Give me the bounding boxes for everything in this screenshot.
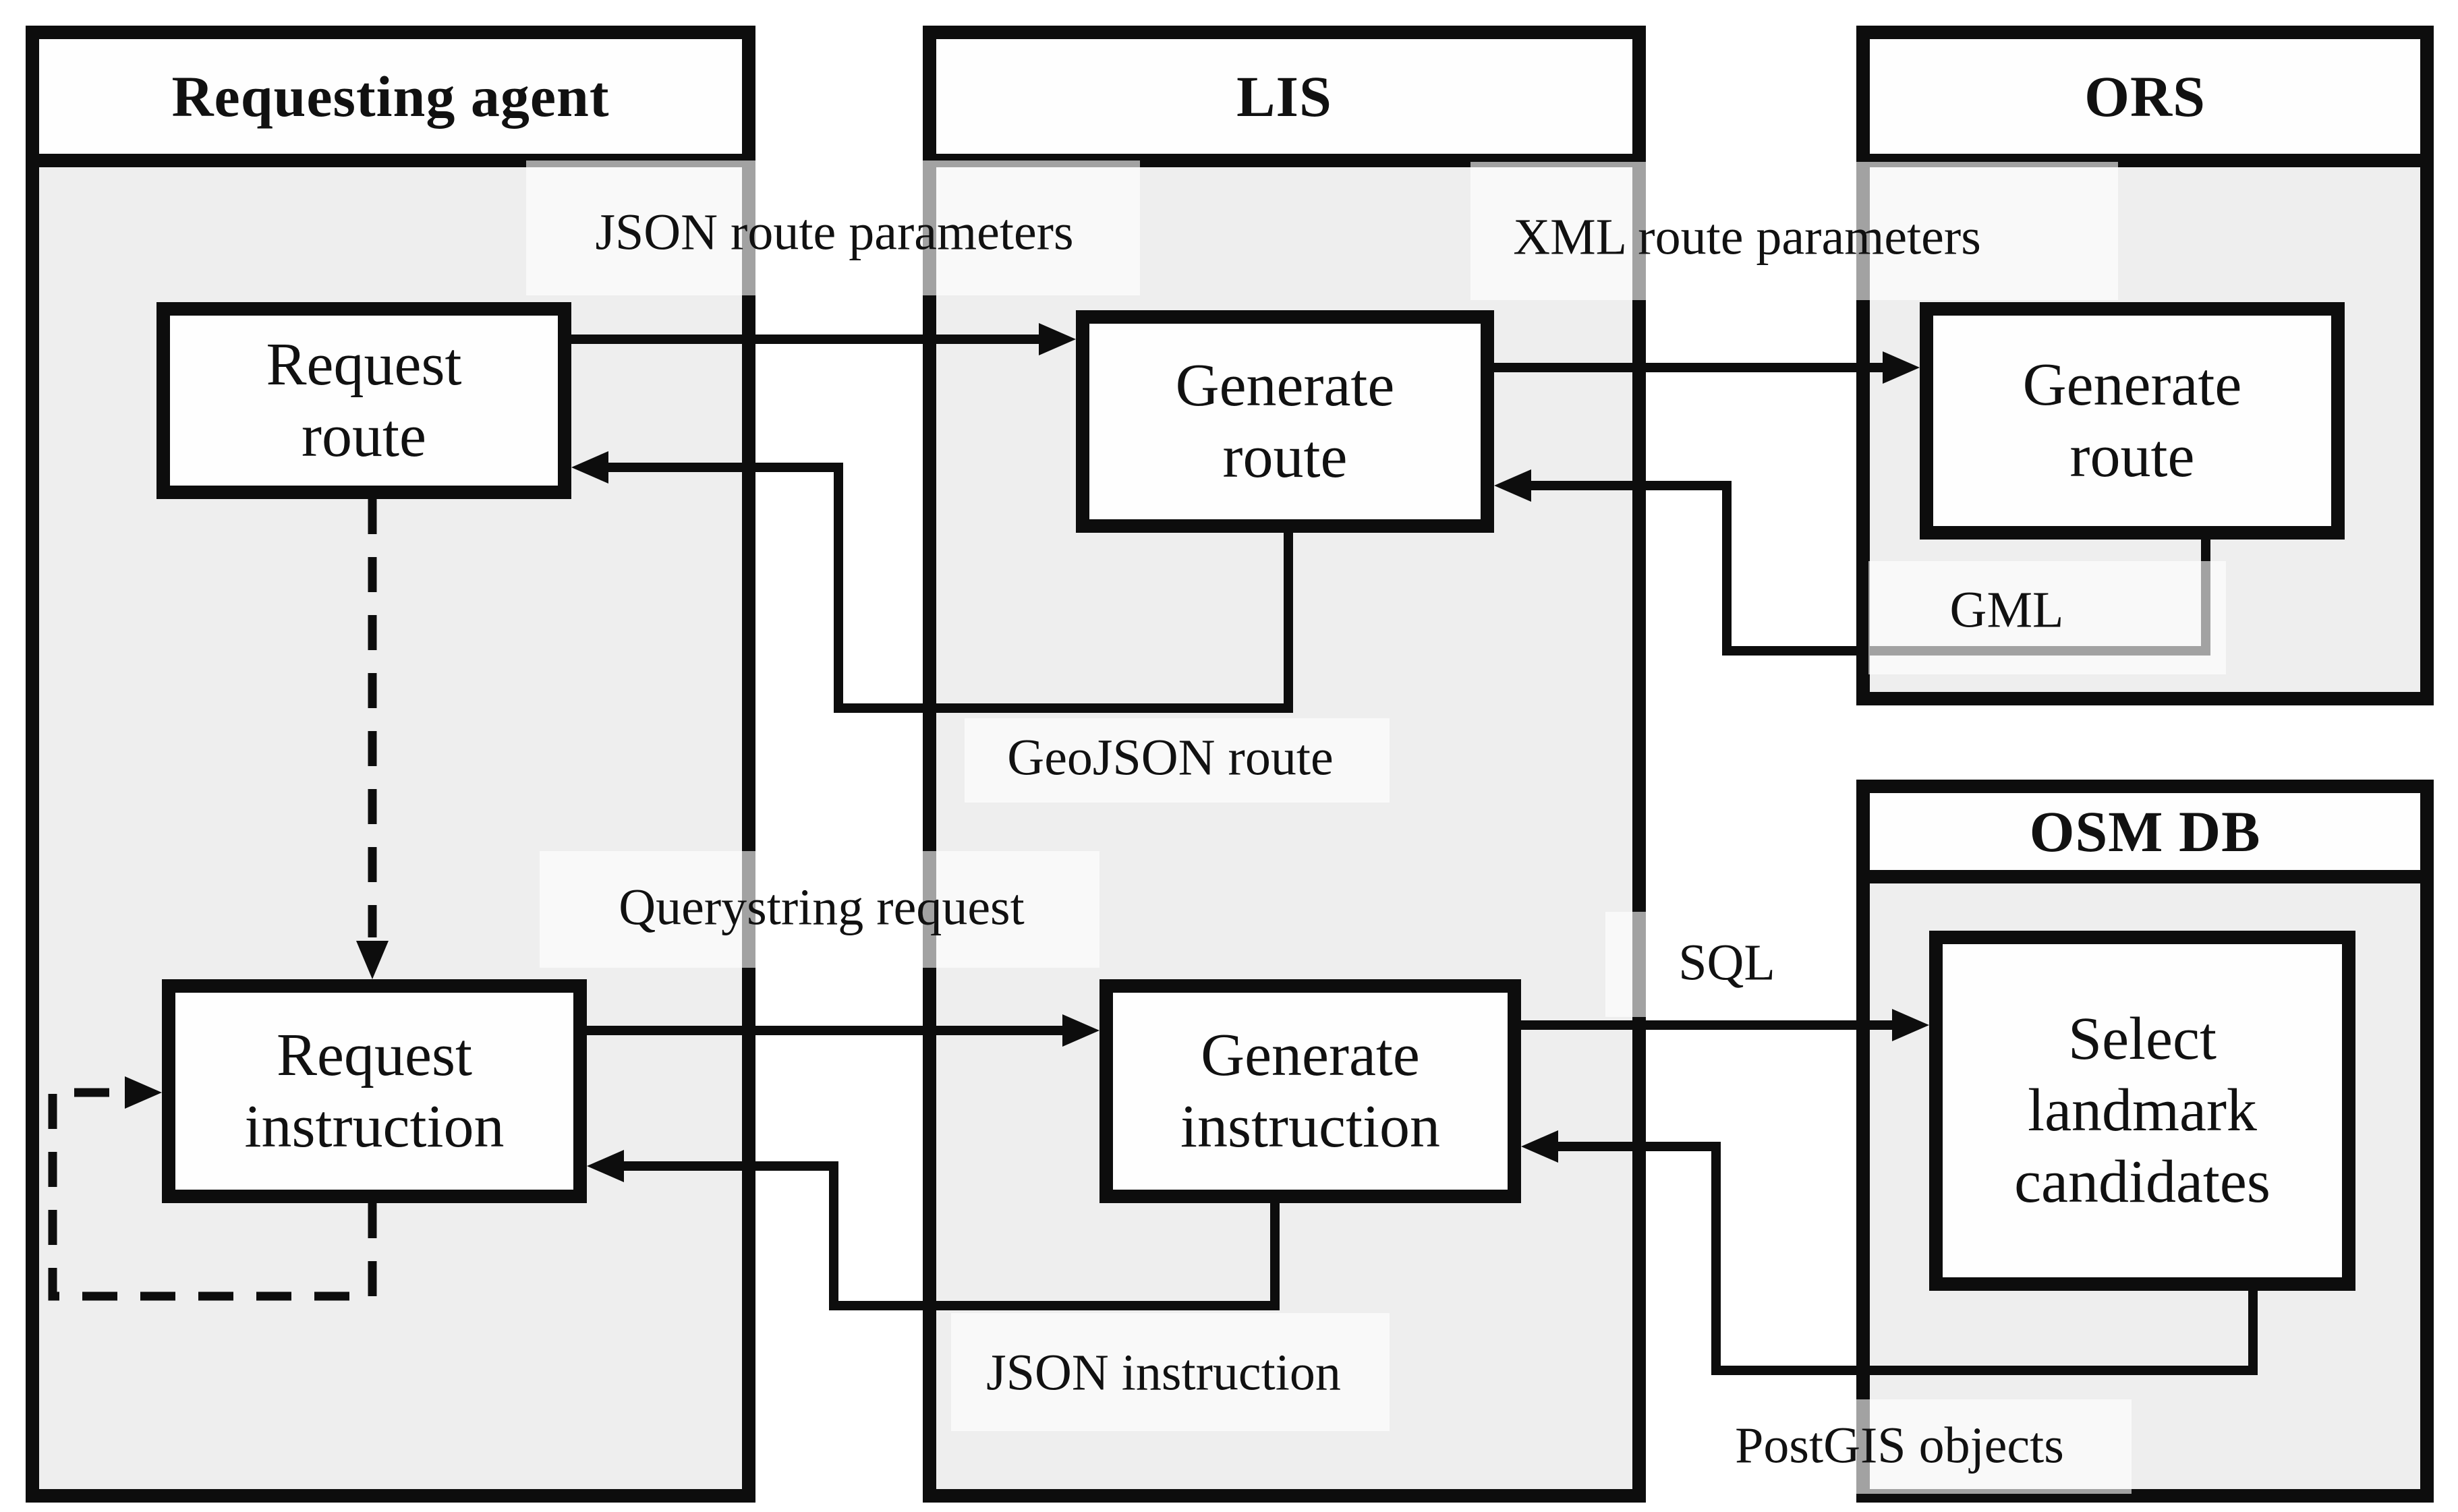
arrow-json-instruction-return (587, 1150, 1280, 1310)
process-label-line: candidates (2014, 1148, 2270, 1216)
arrow-geojson-route-return (571, 451, 1293, 713)
arrow-querystring-request (587, 1014, 1099, 1047)
label-backplate-gml (1868, 561, 2226, 674)
arrow-sql (1521, 1009, 1929, 1041)
message-label-xml-route-parameters: XML route parameters (1513, 208, 1981, 266)
process-label-line: route (1222, 424, 1348, 490)
message-label-gml: GML (1949, 581, 2064, 639)
arrow-postgis-objects-return (1521, 1130, 2258, 1375)
arrow-xml-route-parameters (1494, 351, 1920, 384)
message-label-geojson-route: GeoJSON route (1007, 729, 1334, 786)
process-request-route: Request route (156, 302, 571, 499)
process-select-landmark-candidates: Select landmark candidates (1929, 931, 2355, 1291)
message-label-json-route-parameters: JSON route parameters (595, 204, 1074, 261)
process-label-line: Generate (2022, 351, 2242, 418)
message-label-postgis-objects: PostGIS objects (1735, 1417, 2064, 1474)
process-label-line: instruction (1180, 1093, 1440, 1160)
process-label-line: Request (266, 330, 462, 398)
container-lis-header: LIS (936, 39, 1632, 167)
process-label-line: Generate (1201, 1021, 1420, 1088)
label-backplate-json-route-parameters (526, 161, 1140, 295)
message-label-json-instruction: JSON instruction (986, 1344, 1341, 1401)
label-backplate-json-instruction (951, 1313, 1390, 1431)
message-label-querystring-request: Querystring request (619, 879, 1025, 936)
process-label-line: Select (2068, 1005, 2217, 1072)
process-generate-instruction: Generate instruction (1099, 979, 1521, 1203)
container-ors-header: ORS (1870, 39, 2420, 167)
label-backplate-sql (1605, 912, 1831, 1017)
label-backplate-postgis-objects (1686, 1399, 2132, 1494)
process-label-line: Request (277, 1021, 472, 1088)
container-title: LIS (1236, 64, 1332, 129)
process-request-instruction: Request instruction (162, 979, 587, 1203)
process-generate-route-ors: Generate route (1920, 302, 2345, 540)
label-backplate-geojson-route (965, 718, 1390, 803)
process-label-line: instruction (244, 1093, 505, 1160)
process-label-line: Generate (1175, 351, 1395, 419)
process-generate-route-lis: Generate route (1076, 310, 1494, 533)
arrow-dashed-route-to-instruction (356, 499, 389, 979)
container-requesting-agent-header: Requesting agent (39, 39, 742, 167)
container-title: Requesting agent (171, 64, 610, 129)
process-label-line: landmark (2028, 1076, 2257, 1144)
label-backplate-xml-route-parameters (1470, 162, 2118, 300)
message-label-sql: SQL (1678, 934, 1775, 991)
label-backplate-querystring-request (540, 851, 1099, 968)
process-label-line: route (2069, 423, 2195, 490)
process-label-line: route (302, 403, 426, 469)
container-title: OSM DB (2029, 799, 2261, 864)
arrow-json-route-parameters (571, 323, 1076, 355)
container-title: ORS (2084, 64, 2206, 129)
container-osm-db-header: OSM DB (1870, 793, 2420, 883)
arrow-dashed-instruction-loop (48, 1076, 377, 1301)
